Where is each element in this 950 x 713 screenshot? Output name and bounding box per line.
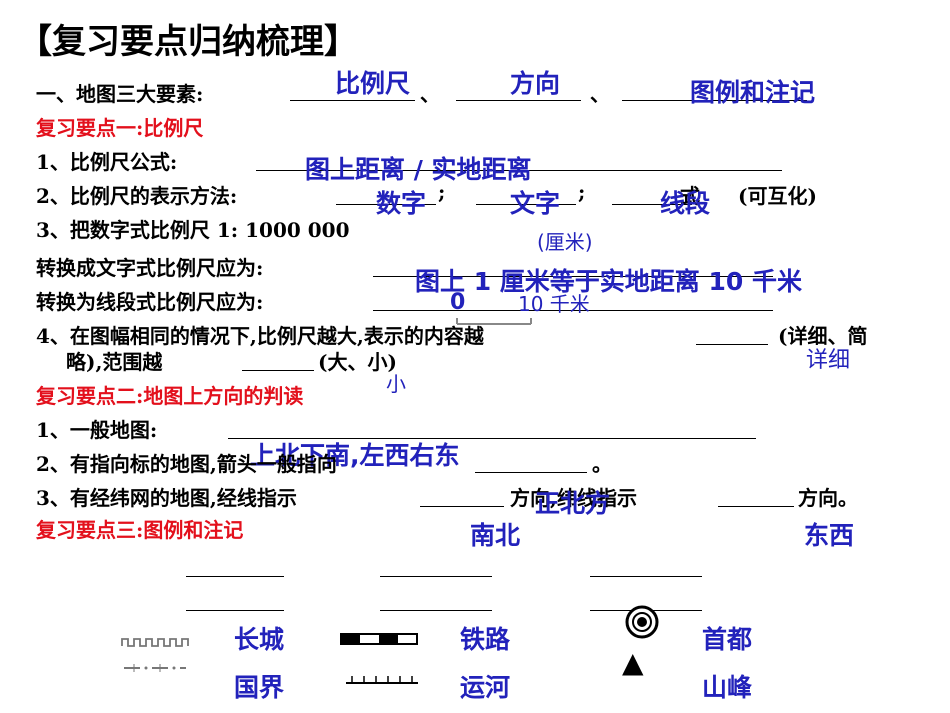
s1-q4-cont: 略),范围越	[66, 350, 163, 374]
answer-blank	[696, 344, 768, 345]
answer-blank	[590, 576, 702, 577]
answer-blank	[718, 506, 794, 507]
answer-general-direction: 上北下南,左西右东	[250, 441, 460, 470]
s2-q3: 3、有经纬网的地图,经线指示	[36, 486, 297, 510]
answer-blank	[456, 100, 581, 101]
answer-text-scale: 图上 1 厘米等于实地距离 10 千米	[415, 267, 803, 296]
answer-detail: 详细	[806, 348, 851, 373]
note: (大、小)	[318, 350, 397, 374]
separator: 、	[590, 82, 610, 106]
separator: ;	[578, 180, 586, 204]
section3-heading: 复习要点三:图例和注记	[36, 518, 244, 542]
bar-zero: 0	[450, 290, 466, 315]
period: 。	[592, 452, 612, 476]
s1-q3: 3、把数字式比例尺 1: 1000 000	[36, 218, 350, 242]
s2-q3-end: 方向。	[798, 486, 858, 510]
legend-label-border: 国界	[234, 673, 285, 702]
capital-icon	[625, 605, 659, 639]
s2-q3-mid: 方向,纬线指示	[510, 486, 637, 510]
suffix: 式	[680, 184, 700, 208]
section2-heading: 复习要点二:地图上方向的判读	[36, 384, 304, 408]
answer-blank	[612, 204, 692, 205]
section1-heading: 复习要点一:比例尺	[36, 116, 204, 140]
legend-label-capital: 首都	[702, 625, 753, 654]
s1-q2: 2、比例尺的表示方法:	[36, 184, 238, 208]
bar-km: 10 千米	[518, 292, 590, 316]
answer-blank	[290, 100, 415, 101]
note: (可互化)	[738, 184, 817, 208]
answer-blank	[380, 610, 492, 611]
answer-numeric: 数字	[376, 189, 427, 218]
railway-icon	[340, 633, 418, 645]
answer-blank	[475, 472, 587, 473]
s1-q1: 1、比例尺公式:	[36, 150, 178, 174]
answer-direction: 方向	[510, 69, 561, 98]
canal-icon	[346, 676, 418, 684]
answer-blank	[373, 276, 773, 277]
answer-arrow-direction: 正北方	[535, 489, 611, 518]
answer-blank	[256, 170, 782, 171]
legend-label-great-wall: 长城	[234, 625, 285, 654]
legend-label-railway: 铁路	[460, 625, 511, 654]
answer-legend-annotation: 图例和注记	[690, 78, 816, 107]
answer-unit: (厘米)	[537, 230, 593, 254]
answer-blank	[242, 370, 314, 371]
note: (详细、简	[778, 324, 868, 348]
answer-blank	[380, 576, 492, 577]
answer-blank	[228, 438, 756, 439]
separator: 、	[420, 82, 440, 106]
separator: ;	[438, 180, 446, 204]
scale-bar-icon	[456, 318, 532, 325]
answer-verbal: 文字	[510, 189, 561, 218]
mountain-peak-icon: ▲	[622, 646, 644, 679]
answer-blank	[622, 100, 807, 101]
answer-parallel: 东西	[804, 521, 855, 550]
page-title: 【复习要点归纳梳理】	[18, 22, 358, 62]
answer-blank	[186, 610, 284, 611]
answer-linear: 线段	[660, 189, 711, 218]
s2-q1: 1、一般地图:	[36, 418, 158, 442]
s1-q3a: 转换成文字式比例尺应为:	[36, 256, 264, 280]
answer-meridian: 南北	[470, 521, 521, 550]
legend-label-peak: 山峰	[702, 673, 753, 702]
answer-formula: 图上距离 / 实地距离	[305, 155, 532, 184]
answer-scale: 比例尺	[335, 69, 411, 98]
answer-blank	[336, 204, 436, 205]
answer-blank	[373, 310, 773, 311]
answer-blank	[476, 204, 576, 205]
s1-q3b: 转换为线段式比例尺应为:	[36, 290, 264, 314]
answer-small: 小	[386, 372, 406, 396]
national-border-icon	[124, 664, 186, 672]
legend-label-canal: 运河	[460, 673, 511, 702]
s1-q4: 4、在图幅相同的情况下,比例尺越大,表示的内容越	[36, 324, 484, 348]
answer-blank	[186, 576, 284, 577]
great-wall-icon	[121, 638, 189, 647]
intro-question: 一、地图三大要素:	[36, 82, 204, 106]
s2-q2: 2、有指向标的地图,箭头一般指向	[36, 452, 337, 476]
answer-blank	[420, 506, 504, 507]
